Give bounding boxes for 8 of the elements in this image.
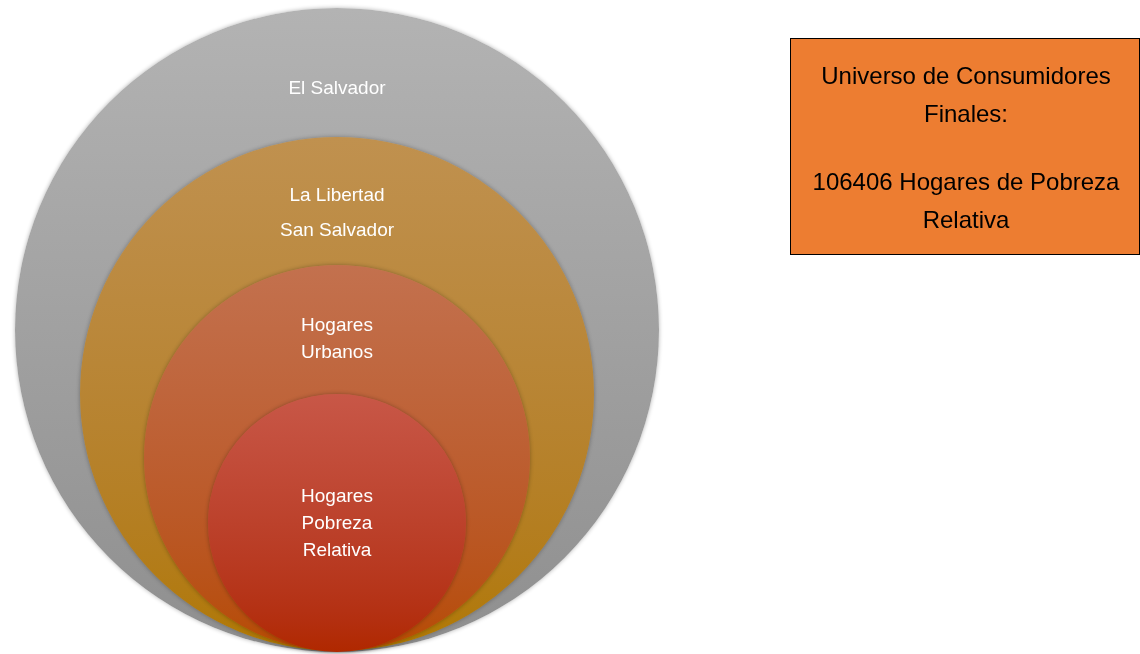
info-box [790, 38, 1140, 255]
circle-label: San Salvador [279, 218, 395, 242]
circle-label: Hogares Pobreza Relativa [300, 484, 374, 562]
box-heading: Universo de Consumidores Finales: [820, 61, 1112, 129]
circle-label: La Libertad [289, 183, 385, 207]
circle-label: El Salvador [288, 76, 386, 100]
box-body: 106406 Hogares de Pobreza Relativa [811, 167, 1121, 235]
circle-label: Hogares Urbanos [300, 313, 374, 364]
